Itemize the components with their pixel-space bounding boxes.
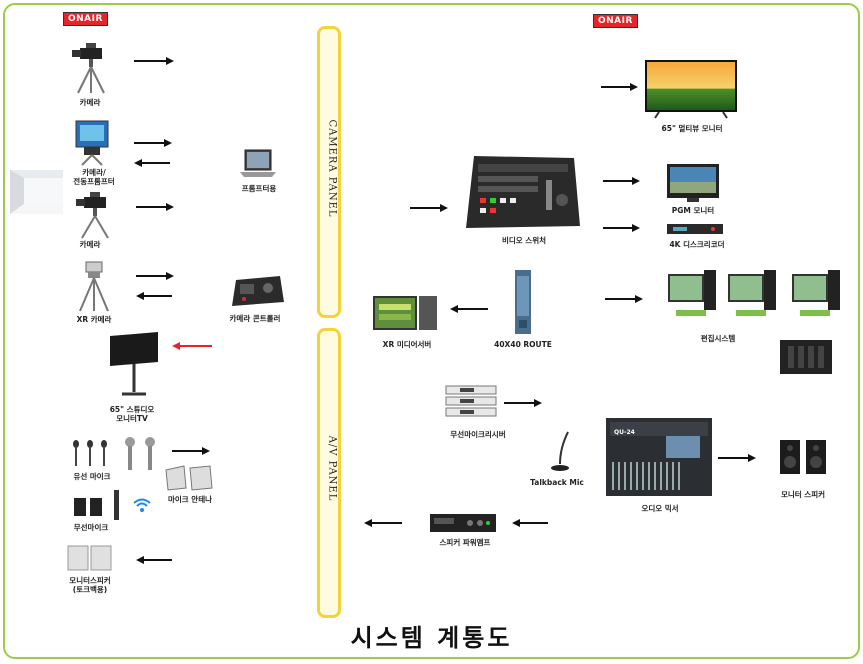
talkback-mic-icon bbox=[551, 431, 569, 471]
wireless-receiver-icon bbox=[445, 385, 497, 417]
power-amp-label: 스피커 파워앰프 bbox=[439, 538, 491, 547]
camera-panel: CAMERA PANEL bbox=[317, 26, 341, 318]
camera-controller-label: 카메라 콘트롤러 bbox=[229, 314, 281, 323]
wifi-icon bbox=[133, 498, 151, 512]
xr-camera-icon bbox=[79, 261, 109, 312]
wired-mic-label: 유선 마이크 bbox=[73, 472, 111, 481]
camera1-label: 카메라 bbox=[79, 98, 101, 107]
xr-camera-label: XR 카메라 bbox=[76, 315, 112, 324]
monitor-speaker-talkback-label-line2: (토크백용) bbox=[72, 585, 108, 594]
prompter-pc-label: 프롬프터용 bbox=[241, 184, 277, 193]
camera-icon bbox=[72, 43, 105, 94]
audio-mixer-icon bbox=[606, 418, 712, 496]
disk-recorder-icon bbox=[667, 224, 723, 234]
power-amp-icon bbox=[430, 514, 496, 532]
multiview-monitor-icon bbox=[645, 60, 737, 119]
router-label: 40X40 ROUTE bbox=[494, 340, 552, 349]
onair-badge-left: ONAIR bbox=[63, 12, 108, 26]
studio-tv-icon bbox=[110, 332, 158, 396]
mic-antenna-label: 마이크 안테나 bbox=[167, 495, 212, 504]
camera-icon bbox=[76, 192, 109, 239]
wireless-mic-icon bbox=[74, 490, 119, 520]
talkback-mic-label: Talkback Mic bbox=[530, 478, 584, 487]
monitor-speaker-icon bbox=[67, 545, 112, 571]
outer-frame bbox=[3, 3, 860, 659]
av-panel: A/V PANEL bbox=[317, 328, 341, 618]
xr-media-server-icon bbox=[373, 296, 437, 330]
pgm-monitor-icon bbox=[667, 164, 719, 202]
studio-room-image bbox=[10, 170, 63, 214]
audio-mixer-label: 오디오 믹서 bbox=[641, 504, 679, 513]
page-title: 시스템 계통도 bbox=[350, 624, 513, 652]
studio-tv-label-line1: 65" 스튜디오 bbox=[109, 405, 155, 414]
mixer-brand-label: QU-24 bbox=[614, 429, 635, 436]
camera2-label: 카메라 bbox=[79, 240, 101, 249]
wireless-receiver-label: 무선마이크리시버 bbox=[450, 430, 506, 439]
camera-controller-icon bbox=[232, 276, 284, 306]
studio-tv-label: 65" 스튜디오 모니터TV bbox=[98, 405, 166, 423]
onair-badge-right: ONAIR bbox=[593, 14, 638, 28]
camera-prompter-label-line1: 카메라/ bbox=[82, 168, 106, 177]
video-switcher-icon bbox=[466, 156, 580, 228]
wired-mic-icon bbox=[73, 437, 155, 470]
camera-prompter-label-line2: 전동프롬프터 bbox=[73, 177, 115, 186]
monitor-speaker-talkback-label-line1: 모니터스피커 bbox=[69, 576, 111, 585]
xr-media-server-label: XR 미디어서버 bbox=[382, 340, 432, 349]
pgm-monitor-label: PGM 모니터 bbox=[671, 206, 715, 215]
mic-antenna-icon bbox=[165, 465, 213, 491]
router-icon bbox=[515, 270, 531, 334]
monitor-speaker-talkback-label: 모니터스피커 (토크백용) bbox=[60, 576, 120, 594]
laptop-icon bbox=[240, 149, 276, 177]
camera-prompter-label: 카메라/ 전동프롬프터 bbox=[68, 168, 120, 186]
monitor-speaker-pair-icon bbox=[780, 440, 826, 474]
nas-storage-icon bbox=[780, 340, 832, 374]
monitor-speaker-label: 모니터 스피커 bbox=[780, 490, 825, 499]
video-switcher-label: 비디오 스위처 bbox=[501, 236, 546, 245]
edit-system-label: 편집시스템 bbox=[700, 334, 736, 343]
edit-system-icon bbox=[668, 270, 840, 316]
wireless-mic-label: 무선마이크 bbox=[73, 523, 109, 532]
prompter-camera-icon bbox=[75, 120, 109, 166]
disk-recorder-label: 4K 디스크리코더 bbox=[669, 240, 725, 249]
multiview-monitor-label: 65" 멀티뷰 모니터 bbox=[661, 124, 723, 133]
studio-tv-label-line2: 모니터TV bbox=[116, 414, 148, 423]
